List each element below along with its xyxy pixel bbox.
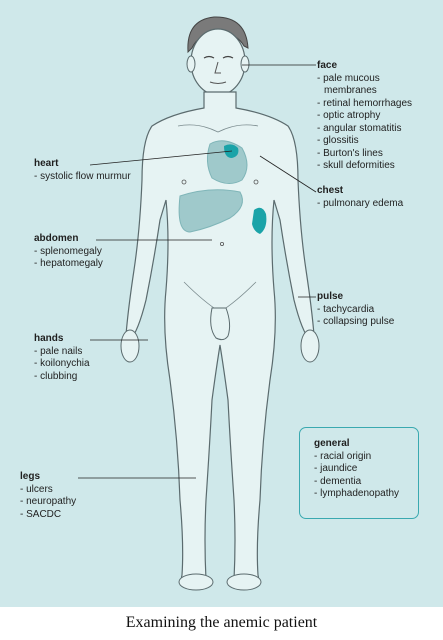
- label-heart-item: - systolic flow murmur: [34, 170, 131, 182]
- label-abdomen-title: abdomen: [34, 233, 79, 244]
- label-abdomen: abdomen - splenomegaly - hepatomegaly: [34, 233, 103, 271]
- label-pulse-title: pulse: [317, 291, 344, 302]
- label-face-item: membranes: [324, 85, 377, 96]
- right-nipple: [253, 179, 259, 185]
- mouth: [209, 81, 227, 84]
- navel: [219, 241, 224, 246]
- left-ear: [186, 55, 196, 73]
- label-face-item: - glossitis: [317, 135, 359, 146]
- label-face-item: - skull deformities: [317, 160, 395, 171]
- left-nipple: [181, 179, 187, 185]
- label-general-item: - racial origin: [314, 450, 372, 462]
- label-general-item: - dementia: [314, 475, 362, 487]
- label-hands-item: - koilonychia: [34, 358, 90, 369]
- label-face-item: - angular stomatitis: [317, 122, 402, 134]
- label-general-item: - lymphadenopathy: [314, 488, 400, 499]
- label-chest-item: - pulmonary edema: [317, 197, 404, 209]
- label-hands-title: hands: [34, 333, 64, 344]
- torso-and-limbs: [125, 91, 315, 589]
- leader-lines: [78, 64, 317, 479]
- label-general-item: - jaundice: [314, 463, 358, 474]
- label-abdomen-item: - hepatomegaly: [34, 258, 103, 269]
- label-face-item: - Burton's lines: [317, 147, 383, 159]
- general-box: general - racial origin - jaundice - dem…: [299, 427, 419, 519]
- label-abdomen-item: - splenomegaly: [34, 245, 102, 257]
- label-hands: hands - pale nails - koilonychia - clubb…: [34, 333, 90, 383]
- label-general: general - racial origin - jaundice - dem…: [314, 438, 399, 501]
- collarbones: [177, 124, 259, 133]
- label-heart: heart - systolic flow murmur: [34, 158, 131, 183]
- label-general-title: general: [314, 438, 350, 449]
- liver-organ: [178, 189, 243, 233]
- label-pulse-item: - tachycardia: [317, 303, 375, 315]
- label-chest-title: chest: [317, 185, 344, 196]
- right-hand: [300, 329, 320, 363]
- genitals: [210, 307, 231, 341]
- label-legs-item: - neuropathy: [20, 496, 77, 507]
- label-face-item: - pale mucous: [317, 72, 380, 84]
- label-face: face - pale mucous membranes - retinal h…: [317, 60, 412, 173]
- label-chest: chest - pulmonary edema: [317, 185, 403, 210]
- label-legs-item: - SACDC: [20, 508, 62, 520]
- right-foot: [226, 573, 262, 591]
- label-legs: legs - ulcers - neuropathy - SACDC: [20, 471, 76, 521]
- figure-caption: Examining the anemic patient: [125, 614, 318, 631]
- label-pulse-item: - collapsing pulse: [317, 316, 395, 327]
- nose: [214, 61, 221, 74]
- left-hand: [120, 329, 140, 363]
- label-hands-item: - clubbing: [34, 370, 78, 382]
- label-pulse: pulse - tachycardia - collapsing pulse: [317, 291, 394, 329]
- label-legs-title: legs: [20, 471, 41, 482]
- label-face-item: - retinal hemorrhages: [317, 97, 413, 109]
- eyes: [203, 55, 234, 59]
- right-ear: [240, 55, 250, 73]
- human-body-illustration: [78, 16, 320, 591]
- label-hands-item: - pale nails: [34, 345, 83, 357]
- label-legs-item: - ulcers: [20, 483, 53, 495]
- label-face-item: - optic atrophy: [317, 110, 381, 121]
- label-face-title: face: [317, 60, 338, 71]
- left-foot: [178, 573, 214, 591]
- anatomy-figure: face - pale mucous membranes - retinal h…: [0, 0, 443, 607]
- spleen-organ: [252, 207, 267, 234]
- label-heart-title: heart: [34, 158, 59, 169]
